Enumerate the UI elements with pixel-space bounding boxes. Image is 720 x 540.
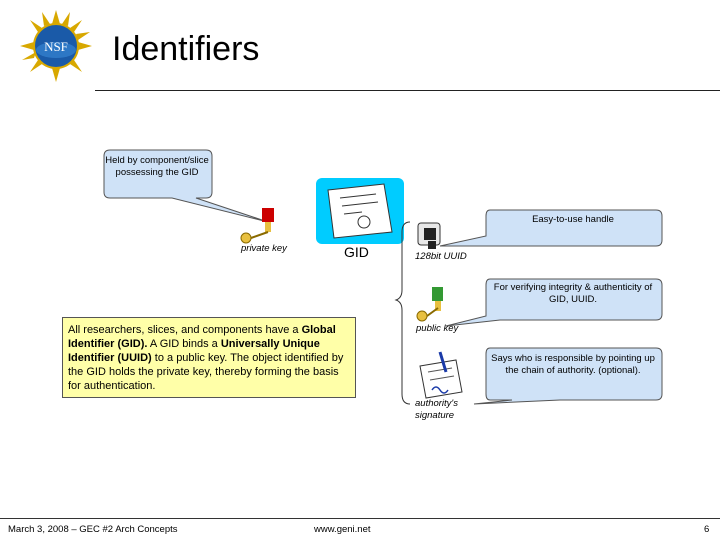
gid-statement-box: All researchers, slices, and components … xyxy=(62,317,356,398)
callout-held-by xyxy=(103,149,269,223)
page-number: 6 xyxy=(704,524,710,535)
callout-easy-handle xyxy=(439,209,663,247)
statement-text: A GID binds a xyxy=(147,338,221,350)
group-bracket xyxy=(394,221,411,405)
callout-held-by-text: Held by component/slice possessing the G… xyxy=(105,155,209,178)
title-divider xyxy=(95,90,720,91)
logo-text: NSF xyxy=(44,39,68,54)
callout-responsible-text: Says who is responsible by pointing up t… xyxy=(491,353,655,376)
public-key-label: public key xyxy=(416,323,459,334)
statement-gid-term: Global Identifier (GID). xyxy=(68,324,336,350)
slide-title: Identifiers xyxy=(112,30,260,68)
statement-text: All researchers, slices, and components … xyxy=(68,324,302,336)
private-key-label: private key xyxy=(241,243,287,254)
signature-icon xyxy=(419,351,463,399)
callout-easy-handle-text: Easy-to-use handle xyxy=(532,214,614,225)
public-key-icon xyxy=(416,287,443,322)
callout-verifying-text: For verifying integrity & authenticity o… xyxy=(493,282,653,305)
statement-uuid-term: Universally Unique Identifier (UUID) xyxy=(68,338,320,364)
callout-verifying xyxy=(445,278,663,327)
footer-date: March 3, 2008 – GEC #2 Arch Concepts xyxy=(8,524,178,535)
gid-label: GID xyxy=(344,244,369,260)
uuid-label: 128bit UUID xyxy=(415,251,467,262)
footer-url: www.geni.net xyxy=(314,524,371,535)
nsf-logo: NSF xyxy=(20,10,92,82)
uuid-icon xyxy=(417,222,441,249)
statement-text: to a public key. The object identified b… xyxy=(68,352,344,392)
callout-responsible xyxy=(473,347,663,405)
authority-signature-label: authority's signature xyxy=(415,398,459,421)
certificate-icon xyxy=(316,178,404,244)
footer-divider xyxy=(0,518,720,519)
private-key-icon xyxy=(240,208,274,244)
